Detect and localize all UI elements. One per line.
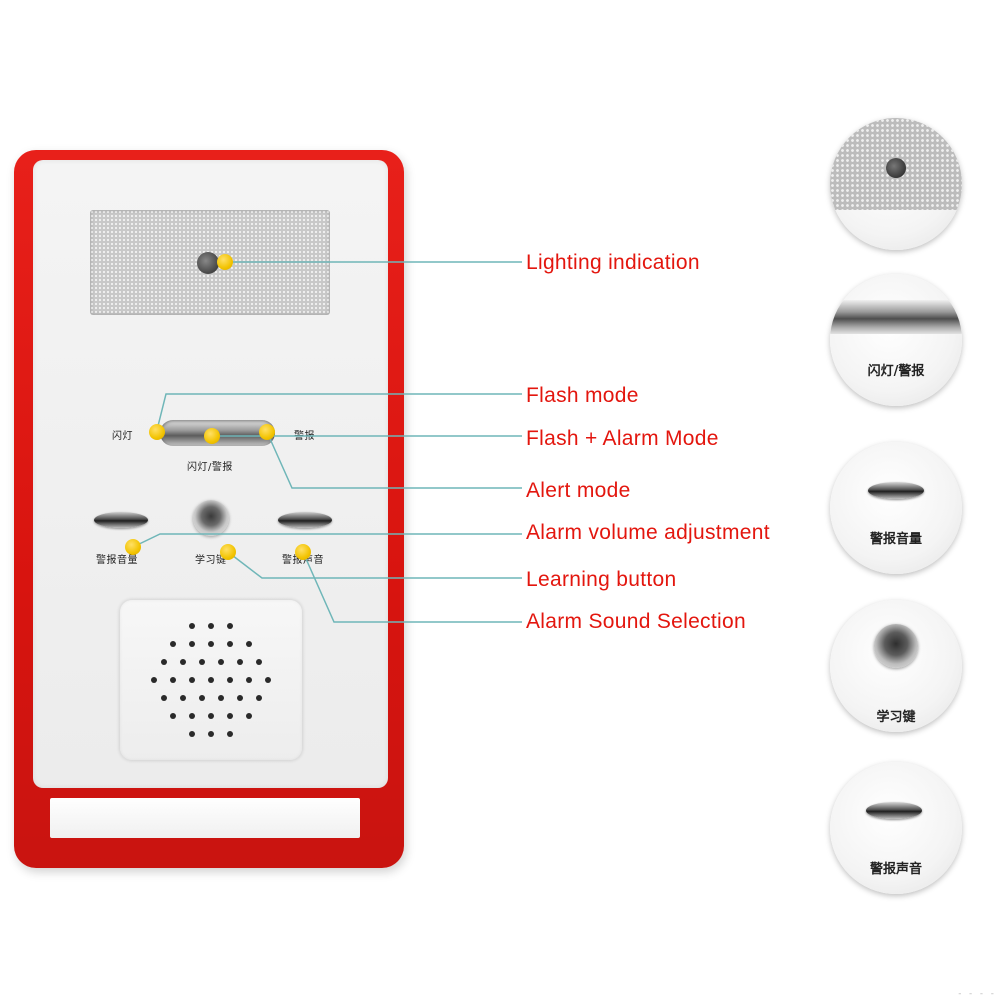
detail-learning-label: 学习键 bbox=[876, 710, 916, 725]
detail-sound-button: 警报声音 bbox=[830, 762, 962, 894]
leader-line-alert bbox=[266, 431, 522, 489]
speaker-hole bbox=[208, 677, 214, 683]
speaker-hole bbox=[227, 677, 233, 683]
speaker-hole bbox=[189, 731, 195, 737]
speaker-hole bbox=[255, 659, 262, 665]
detail-learning-button: 学习键 bbox=[830, 600, 962, 732]
speaker-hole bbox=[246, 713, 252, 719]
flash-alarm-marker bbox=[204, 428, 220, 444]
callout-volume-adjustment: Alarm volume adjustment bbox=[526, 521, 770, 544]
detail-volume-label: 警报音量 bbox=[869, 532, 922, 547]
detail-light-sensor bbox=[830, 118, 962, 250]
speaker-hole bbox=[189, 677, 195, 683]
leader-line-sound bbox=[302, 551, 522, 623]
speaker-hole bbox=[151, 677, 157, 683]
switch-flash-alarm-label: 闪灯/警报 bbox=[187, 462, 233, 473]
speaker-hole bbox=[189, 713, 195, 719]
speaker-hole bbox=[227, 623, 233, 629]
detail-mode-switch: 闪灯/警报 bbox=[830, 274, 962, 406]
detail-switch-slider bbox=[830, 300, 962, 334]
flash-marker bbox=[149, 424, 165, 440]
sound-marker bbox=[295, 544, 311, 560]
volume-marker bbox=[125, 539, 141, 555]
speaker-hole bbox=[189, 623, 195, 629]
speaker-hole bbox=[227, 713, 233, 719]
volume-button[interactable] bbox=[94, 512, 148, 528]
speaker-hole bbox=[208, 623, 214, 629]
speaker-hole bbox=[208, 641, 214, 647]
faint-watermark: - - - - bbox=[957, 989, 995, 999]
leader-line-flash bbox=[156, 393, 522, 431]
detail-volume-oval bbox=[868, 482, 924, 499]
callout-lighting-indication: Lighting indication bbox=[526, 251, 700, 274]
sound-label: 警报声音 bbox=[282, 555, 324, 566]
callout-flash-alarm-mode: Flash + Alarm Mode bbox=[526, 427, 719, 450]
speaker-hole bbox=[227, 641, 233, 647]
detail-switch-label: 闪灯/警报 bbox=[867, 364, 925, 379]
speaker-hole bbox=[179, 695, 186, 701]
speaker-hole bbox=[170, 677, 176, 683]
speaker-hole bbox=[265, 677, 271, 683]
speaker-hole bbox=[246, 641, 252, 647]
callout-flash-mode: Flash mode bbox=[526, 384, 639, 407]
speaker-hole bbox=[217, 659, 224, 665]
light-sensor-lens bbox=[197, 252, 219, 274]
device-bottom-slot bbox=[50, 798, 360, 838]
speaker-hole bbox=[227, 731, 233, 737]
speaker-hole bbox=[179, 659, 186, 665]
speaker-hole bbox=[246, 677, 252, 683]
switch-flash-label: 闪灯 bbox=[112, 431, 133, 442]
learning-label: 学习键 bbox=[195, 555, 227, 566]
sound-select-button[interactable] bbox=[278, 512, 332, 528]
speaker-hole bbox=[160, 659, 167, 665]
speaker-hole bbox=[170, 641, 176, 647]
detail-lens bbox=[886, 158, 906, 178]
learning-button[interactable] bbox=[193, 500, 229, 536]
callout-sound-selection: Alarm Sound Selection bbox=[526, 610, 746, 633]
callout-alert-mode: Alert mode bbox=[526, 479, 631, 502]
lighting-marker bbox=[217, 254, 233, 270]
speaker-hole bbox=[198, 695, 205, 701]
callout-learning-button: Learning button bbox=[526, 568, 677, 591]
speaker-hole bbox=[170, 713, 176, 719]
detail-volume-button: 警报音量 bbox=[830, 442, 962, 574]
alert-marker bbox=[259, 424, 275, 440]
speaker-hole bbox=[198, 659, 205, 665]
speaker-hole bbox=[236, 659, 243, 665]
detail-sound-label: 警报声音 bbox=[869, 862, 922, 877]
speaker-hole bbox=[189, 641, 195, 647]
leader-line-volume bbox=[132, 533, 522, 548]
detail-learning-round bbox=[874, 624, 918, 668]
volume-label: 警报音量 bbox=[96, 555, 138, 566]
speaker-hole bbox=[255, 695, 262, 701]
leader-line-learning bbox=[227, 551, 522, 579]
speaker-hole bbox=[208, 713, 214, 719]
detail-sound-oval bbox=[866, 802, 922, 819]
learning-marker bbox=[220, 544, 236, 560]
speaker-hole bbox=[217, 695, 224, 701]
speaker-hole bbox=[236, 695, 243, 701]
speaker-hole bbox=[160, 695, 167, 701]
speaker-hole bbox=[208, 731, 214, 737]
